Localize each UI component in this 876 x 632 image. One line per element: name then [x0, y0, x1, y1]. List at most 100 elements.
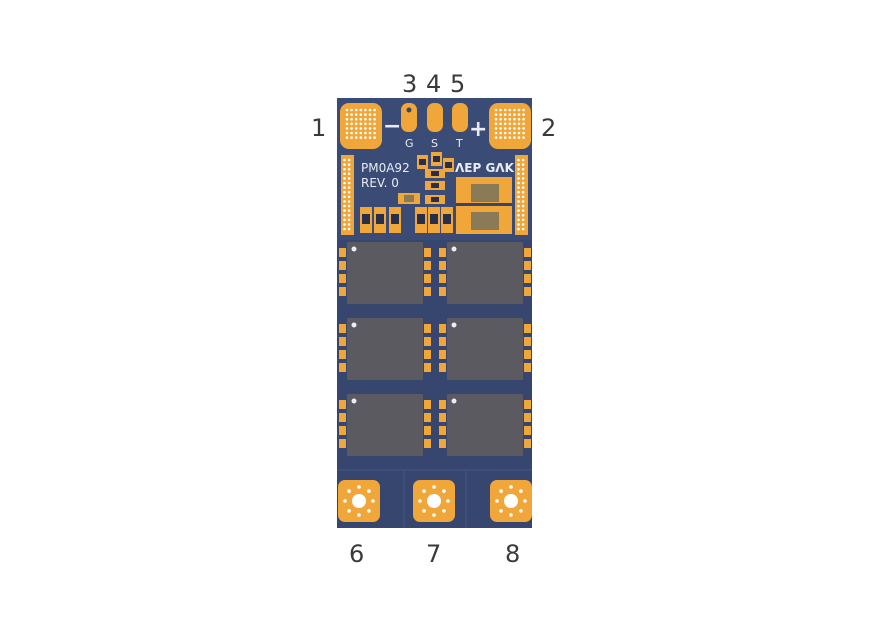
via-dot: [373, 136, 376, 139]
via-dot: [354, 136, 358, 139]
via-dot: [508, 108, 512, 112]
via-dot: [513, 122, 516, 126]
via-dot: [521, 195, 525, 199]
via-dot: [499, 127, 502, 130]
mosfet: [439, 394, 531, 456]
via-dot: [521, 186, 525, 189]
via-dot: [521, 181, 525, 185]
mosfet: [339, 242, 431, 304]
via-dot: [521, 190, 525, 194]
via-dot: [350, 108, 353, 112]
callout-3: 3: [402, 70, 418, 98]
via-dot: [513, 113, 516, 116]
via-dot: [345, 117, 349, 121]
via-dot: [521, 167, 525, 171]
via-dot: [359, 117, 363, 121]
via-dot: [521, 204, 525, 208]
via-dot: [343, 200, 346, 203]
via-dot: [368, 136, 372, 139]
via-dot: [503, 122, 507, 126]
via-dot: [517, 190, 520, 194]
via-dot: [494, 127, 498, 130]
via-dot: [517, 172, 520, 176]
via-dot: [521, 223, 525, 226]
via-dot: [343, 223, 346, 226]
via-dot: [347, 218, 351, 222]
via-dot: [521, 177, 525, 180]
logo-label: ɅEP GɅK: [455, 161, 515, 175]
via-dot: [522, 117, 525, 121]
via-dot: [503, 113, 507, 116]
via-dot: [517, 223, 520, 226]
via-dot: [343, 204, 346, 208]
via-dot: [359, 131, 363, 135]
via-dot: [508, 122, 512, 126]
via-dot: [359, 127, 363, 130]
via-dot: [368, 122, 372, 126]
via-dot: [359, 136, 363, 139]
via-dot: [343, 213, 346, 217]
via-dot: [364, 117, 367, 121]
via-dot: [343, 227, 346, 231]
via-dot: [517, 227, 520, 231]
via-dot: [345, 108, 349, 112]
right-pad-strip: [515, 155, 528, 235]
via-dot: [347, 190, 351, 194]
via-dot: [345, 136, 349, 139]
via-dot: [522, 131, 525, 135]
via-dot: [354, 122, 358, 126]
via-dot: [343, 195, 346, 199]
signal-s-label: S: [431, 137, 438, 150]
via-dot: [494, 122, 498, 126]
via-dot: [508, 127, 512, 130]
via-dot: [368, 127, 372, 130]
via-dot: [522, 122, 525, 126]
via-dot: [494, 108, 498, 112]
resistor-array-left: [360, 207, 401, 233]
via-dot: [503, 117, 507, 121]
mosfet: [339, 318, 431, 380]
via-dot: [494, 131, 498, 135]
via-dot: [513, 108, 516, 112]
via-dot: [347, 163, 351, 166]
power-pad-1: [340, 103, 382, 149]
signal-pad-4: [427, 103, 443, 132]
via-dot: [494, 113, 498, 116]
via-dot: [517, 158, 520, 162]
motor-pad-8: [490, 480, 532, 522]
plus-sign-label: +: [469, 117, 487, 142]
via-dot: [364, 113, 367, 116]
via-dot: [508, 131, 512, 135]
via-dot: [359, 122, 363, 126]
via-dot: [513, 131, 516, 135]
via-dot: [499, 122, 502, 126]
via-dot: [373, 127, 376, 130]
bottom-traces: [337, 469, 532, 528]
callout-7: 7: [426, 540, 442, 568]
signal-t-label: T: [455, 137, 463, 150]
capacitor-block: [456, 177, 512, 234]
revision-label: REV. 0: [361, 176, 399, 190]
via-dot: [364, 131, 367, 135]
via-dot: [359, 108, 363, 112]
mosfet: [339, 394, 431, 456]
via-dot: [521, 200, 525, 203]
via-dot: [354, 108, 358, 112]
via-dot: [343, 177, 346, 180]
via-dot: [503, 127, 507, 130]
via-dot: [373, 117, 376, 121]
via-dot: [499, 108, 502, 112]
motor-pad-6: [338, 480, 380, 522]
left-pad-strip: [341, 155, 354, 235]
via-dot: [343, 190, 346, 194]
via-dot: [517, 195, 520, 199]
via-dot: [343, 172, 346, 176]
via-dot: [517, 209, 520, 212]
via-dot: [494, 117, 498, 121]
via-dot: [347, 167, 351, 171]
via-dot: [359, 113, 363, 116]
via-dot: [517, 163, 520, 166]
callout-4: 4: [426, 70, 442, 98]
via-dot: [345, 122, 349, 126]
via-dot: [354, 131, 358, 135]
